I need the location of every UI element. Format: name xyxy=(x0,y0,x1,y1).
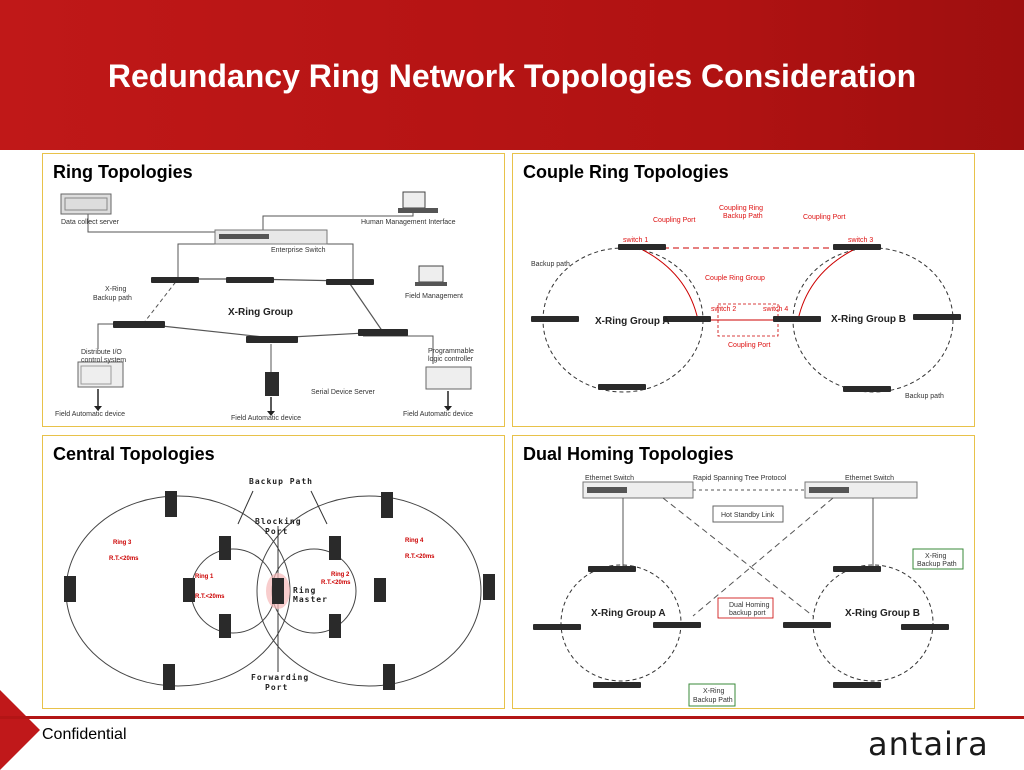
panel-central-topologies: Backup Path Blocking Port Ring 3 R.T.<20… xyxy=(42,435,505,709)
label-coupling-port-right: Coupling Port xyxy=(803,214,845,221)
label-blocking: Blocking xyxy=(255,516,302,526)
label-backup-path: Backup Path xyxy=(249,477,313,486)
panel-title-central: Central Topologies xyxy=(53,444,215,464)
label-field-mgmt: Field Management xyxy=(405,293,463,300)
panel-title-dual: Dual Homing Topologies xyxy=(523,444,734,464)
label-hot-standby: Hot Standby Link xyxy=(721,512,775,519)
label-switch2: switch 2 xyxy=(711,306,736,313)
label-ring-master2: Master xyxy=(293,595,328,604)
label-ring3-rt: R.T.<20ms xyxy=(109,556,139,562)
label-ring2: Ring 2 xyxy=(331,572,350,578)
label-blocking2: Port xyxy=(265,527,288,536)
logo-text: antaira xyxy=(868,725,989,763)
label-switch1: switch 1 xyxy=(623,237,648,244)
label-ring-master: Ring xyxy=(293,585,316,595)
label-serial-server: Serial Device Server xyxy=(311,389,375,396)
label-plc: Programmable xyxy=(428,348,474,355)
label-field-device-right: Field Automatic device xyxy=(403,411,473,418)
footer-confidential: Confidential xyxy=(42,726,127,743)
label-eth-switch-left: Ethernet Switch xyxy=(585,475,634,482)
label-forwarding: Forwarding xyxy=(251,672,309,682)
label-hmi: Human Management Interface xyxy=(361,219,456,226)
panel-couple-ring-topologies: Coupling Ring Backup Path Coupling Port … xyxy=(512,153,975,427)
label-group-b: X-Ring Group B xyxy=(845,608,920,619)
label-ring4: Ring 4 xyxy=(405,538,424,544)
panel-ring-topologies: Data collect server Human Management Int… xyxy=(42,153,505,427)
label-distribute-io: Distribute I/O xyxy=(81,349,122,356)
label-backup-path-left: Backup path xyxy=(531,261,570,268)
label-field-device-mid: Field Automatic device xyxy=(231,415,301,422)
label-group-b: X-Ring Group B xyxy=(831,314,906,325)
label-xring-backup2: Backup path xyxy=(93,295,132,302)
dual-homing-diagram: Ethernet Switch Rapid Spanning Tree Prot… xyxy=(533,475,964,707)
label-coupling-backup: Coupling Ring xyxy=(719,205,763,212)
label-xring-backup-bottom: X-Ring xyxy=(703,688,725,695)
label-ring3: Ring 3 xyxy=(113,540,132,546)
label-distribute-io2: control system xyxy=(81,357,126,364)
label-switch4: switch 4 xyxy=(763,306,788,313)
label-ring4-rt: R.T.<20ms xyxy=(405,554,435,560)
label-ring1-rt: R.T.<20ms xyxy=(195,594,225,600)
label-ring1: Ring 1 xyxy=(195,574,214,580)
label-dual-homing2: backup port xyxy=(729,610,766,617)
label-switch3: switch 3 xyxy=(848,237,873,244)
label-xring-backup-top2: Backup Path xyxy=(917,561,957,568)
footer-divider xyxy=(0,716,1024,719)
label-eth-switch-right: Ethernet Switch xyxy=(845,475,894,482)
label-xring-backup: X-Ring xyxy=(105,286,127,293)
panel-dual-homing-topologies: Ethernet Switch Rapid Spanning Tree Prot… xyxy=(512,435,975,709)
label-enterprise-switch: Enterprise Switch xyxy=(271,247,326,254)
ring-topology-diagram: Data collect server Human Management Int… xyxy=(55,191,474,422)
label-xring-group: X-Ring Group xyxy=(228,307,293,318)
panel-title-ring: Ring Topologies xyxy=(53,162,193,182)
slide-title: Redundancy Ring Network Topologies Consi… xyxy=(107,58,917,94)
label-xring-backup-top: X-Ring xyxy=(925,553,947,560)
antaira-logo: antaira xyxy=(868,726,989,762)
label-coupling-port-bottom: Coupling Port xyxy=(728,342,770,349)
label-plc2: logic controller xyxy=(428,356,474,363)
couple-ring-diagram: Coupling Ring Backup Path Coupling Port … xyxy=(531,205,961,400)
label-group-a: X-Ring Group A xyxy=(591,608,666,619)
label-data-collect: Data collect server xyxy=(61,219,120,226)
label-couple-group: Couple Ring Group xyxy=(705,275,765,282)
label-group-a: X-Ring Group A xyxy=(595,316,670,327)
label-rstp: Rapid Spanning Tree Protocol xyxy=(693,475,787,482)
label-forwarding2: Port xyxy=(265,683,288,692)
title-bar xyxy=(0,0,1024,150)
label-xring-backup-bottom2: Backup Path xyxy=(693,697,733,704)
central-topology-diagram: Backup Path Blocking Port Ring 3 R.T.<20… xyxy=(64,477,495,692)
panel-title-couple: Couple Ring Topologies xyxy=(523,162,729,182)
label-backup-path-right: Backup path xyxy=(905,393,944,400)
label-ring2-rt: R.T.<20ms xyxy=(321,580,351,586)
corner-accent xyxy=(0,690,40,770)
label-coupling-port-left: Coupling Port xyxy=(653,217,695,224)
label-coupling-backup2: Backup Path xyxy=(723,213,763,220)
label-dual-homing: Dual Homing xyxy=(729,602,770,609)
label-field-device-left: Field Automatic device xyxy=(55,411,125,418)
